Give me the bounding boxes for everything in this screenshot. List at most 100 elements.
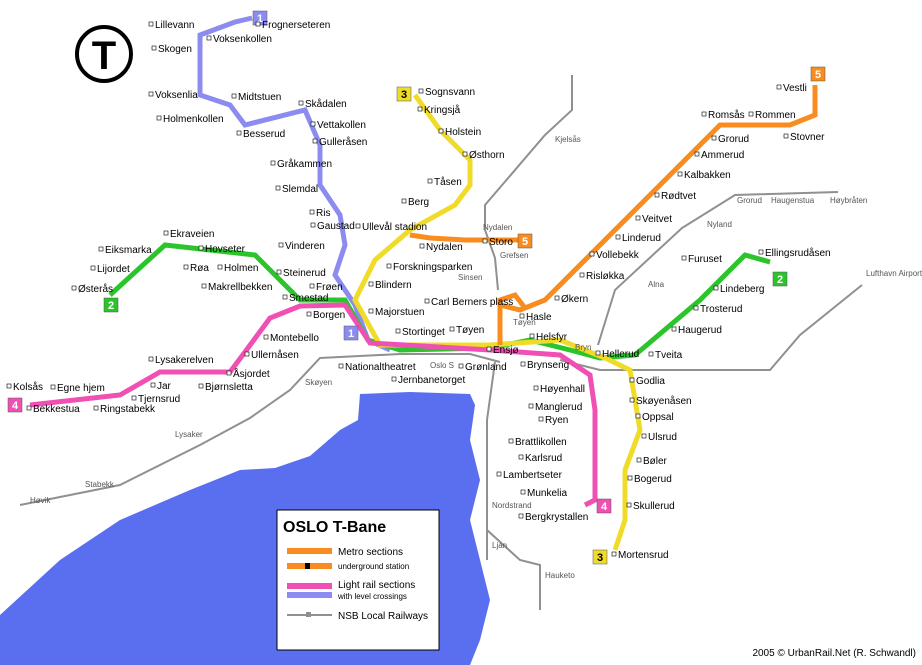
- tbane-logo: T: [75, 25, 133, 83]
- rail-label-sk-yen: Skøyen: [305, 378, 332, 387]
- station-marker-lysakerelven: [148, 356, 154, 362]
- station-label-furuset: Furuset: [688, 254, 722, 265]
- station-marker-ryen: [538, 416, 544, 422]
- station-label-bogerud: Bogerud: [634, 474, 672, 485]
- line-badge-label: 3: [597, 552, 603, 564]
- station-label-sthorn: Østhorn: [469, 150, 505, 161]
- station-marker-hovseter: [198, 245, 204, 251]
- station-marker-trosterud: [693, 305, 699, 311]
- station-marker-skadalen: [298, 100, 304, 106]
- station-label-kalbakken: Kalbakken: [684, 170, 731, 181]
- station-marker-kolsas: [6, 383, 12, 389]
- legend-underground-marker: [305, 563, 310, 569]
- rail-label-nordstrand: Nordstrand: [492, 501, 532, 510]
- legend-nsb: NSB Local Railways: [338, 611, 428, 622]
- station-marker-vestli: [776, 84, 782, 90]
- station-label-ellingsrudasen: Ellingsrudåsen: [765, 247, 831, 259]
- station-marker-holstein: [438, 128, 444, 134]
- station-label-grorud: Grorud: [718, 134, 749, 145]
- line-badge-5-8: 5: [810, 66, 826, 82]
- station-label-vettakollen: Vettakollen: [317, 120, 366, 131]
- station-label-stortinget: Stortinget: [402, 327, 445, 338]
- station-label-vollebekk: Vollebekk: [596, 250, 640, 261]
- logo-ring: [75, 25, 133, 83]
- line-4-track: [29, 302, 598, 508]
- station-label-vinderen: Vinderen: [285, 241, 325, 252]
- line-badge-2-2: 2: [103, 297, 119, 313]
- station-label-tveita: Tveita: [655, 350, 683, 361]
- station-marker-vinderen: [278, 242, 284, 248]
- rail-label-grefsen: Grefsen: [500, 251, 528, 260]
- station-label-ryen: Ryen: [545, 415, 568, 426]
- station-marker-manglerud: [528, 403, 534, 409]
- station-marker-kringsja: [417, 106, 423, 112]
- line-badge-3-4: 3: [396, 86, 412, 102]
- line-badge-box: [596, 498, 612, 514]
- station-marker-lillevann: [148, 21, 154, 27]
- station-marker-veitvet: [635, 215, 641, 221]
- station-marker-tveita: [648, 351, 654, 357]
- station-label-ullernasen: Ullernåsen: [251, 349, 299, 361]
- station-marker-stovner: [783, 133, 789, 139]
- rail-label-hauketo: Hauketo: [545, 571, 575, 580]
- station-marker-egne-hjem: [50, 384, 56, 390]
- station-marker-lambertseter: [496, 471, 502, 477]
- station-marker-t-yen: [449, 326, 455, 332]
- station-label-bekkestua: Bekkestua: [33, 404, 80, 415]
- rail-label-nyland: Nyland: [707, 220, 732, 229]
- station-label-helsfyr: Helsfyr: [536, 332, 568, 343]
- rail-label-t-yen: Tøyen: [513, 318, 536, 327]
- station-label-slemdal: Slemdal: [282, 184, 318, 195]
- station-marker-asjordet: [226, 370, 232, 376]
- station-label-haugerud: Haugerud: [678, 325, 722, 336]
- station-marker-munkelia: [520, 489, 526, 495]
- legend-title: OSLO T-Bane: [283, 519, 386, 536]
- station-marker-tjernsrud: [131, 395, 137, 401]
- station-label-r-dtvet: Rødtvet: [661, 191, 696, 202]
- rail-label-h-vik: Høvik: [30, 496, 51, 505]
- line-badge-label: 5: [522, 236, 528, 248]
- line-badge-label: 4: [12, 400, 19, 412]
- rail-label-sinsen: Sinsen: [458, 273, 482, 282]
- station-label-holmenkollen: Holmenkollen: [163, 114, 224, 125]
- line-badge-box: [343, 325, 359, 341]
- station-marker-kalbakken: [677, 171, 683, 177]
- station-marker-bergkrystallen: [518, 513, 524, 519]
- station-label-blindern: Blindern: [375, 280, 412, 291]
- station-label-voksenlia: Voksenlia: [155, 90, 198, 101]
- station-label-manglerud: Manglerud: [535, 402, 582, 413]
- station-marker-ekraveien: [163, 230, 169, 236]
- station-label-vestli: Vestli: [783, 83, 807, 94]
- station-label-storo: Storo: [489, 237, 513, 248]
- line-badge-label: 3: [401, 89, 407, 101]
- station-marker-lindeberg: [713, 285, 719, 291]
- station-marker-ammerud: [694, 151, 700, 157]
- station-label-brattlikollen: Brattlikollen: [515, 437, 567, 448]
- station-label-mortensrud: Mortensrud: [618, 550, 669, 561]
- station-label-gr-nland: Grønland: [465, 362, 507, 373]
- station-marker-blindern: [368, 281, 374, 287]
- station-label-b-ler: Bøler: [643, 456, 668, 467]
- station-label-hellerud: Hellerud: [602, 349, 639, 360]
- station-label-makrellbekken: Makrellbekken: [208, 282, 272, 293]
- station-label-smestad: Smestad: [289, 293, 328, 304]
- station-marker-mortensrud: [611, 551, 617, 557]
- station-marker-slemdal: [275, 185, 281, 191]
- station-marker-linderud: [615, 234, 621, 240]
- station-marker-smestad: [282, 294, 288, 300]
- station-label-ekraveien: Ekraveien: [170, 229, 214, 240]
- station-label-montebello: Montebello: [270, 333, 319, 344]
- station-label-kern: Økern: [561, 294, 588, 305]
- legend-nsb-marker: [306, 612, 311, 617]
- station-marker-berg: [401, 198, 407, 204]
- station-label-hasle: Hasle: [526, 312, 552, 323]
- station-marker-kern: [554, 295, 560, 301]
- station-label-veitvet: Veitvet: [642, 214, 672, 225]
- rail-label-nydalen: Nydalen: [483, 223, 512, 232]
- station-label-holstein: Holstein: [445, 127, 481, 138]
- rail-label-ljan: Ljan: [492, 541, 507, 550]
- rail-label-alna: Alna: [648, 280, 665, 289]
- station-label-steinerud: Steinerud: [283, 268, 326, 279]
- line-badge-3-5: 3: [592, 549, 608, 565]
- station-marker-ensj: [486, 346, 492, 352]
